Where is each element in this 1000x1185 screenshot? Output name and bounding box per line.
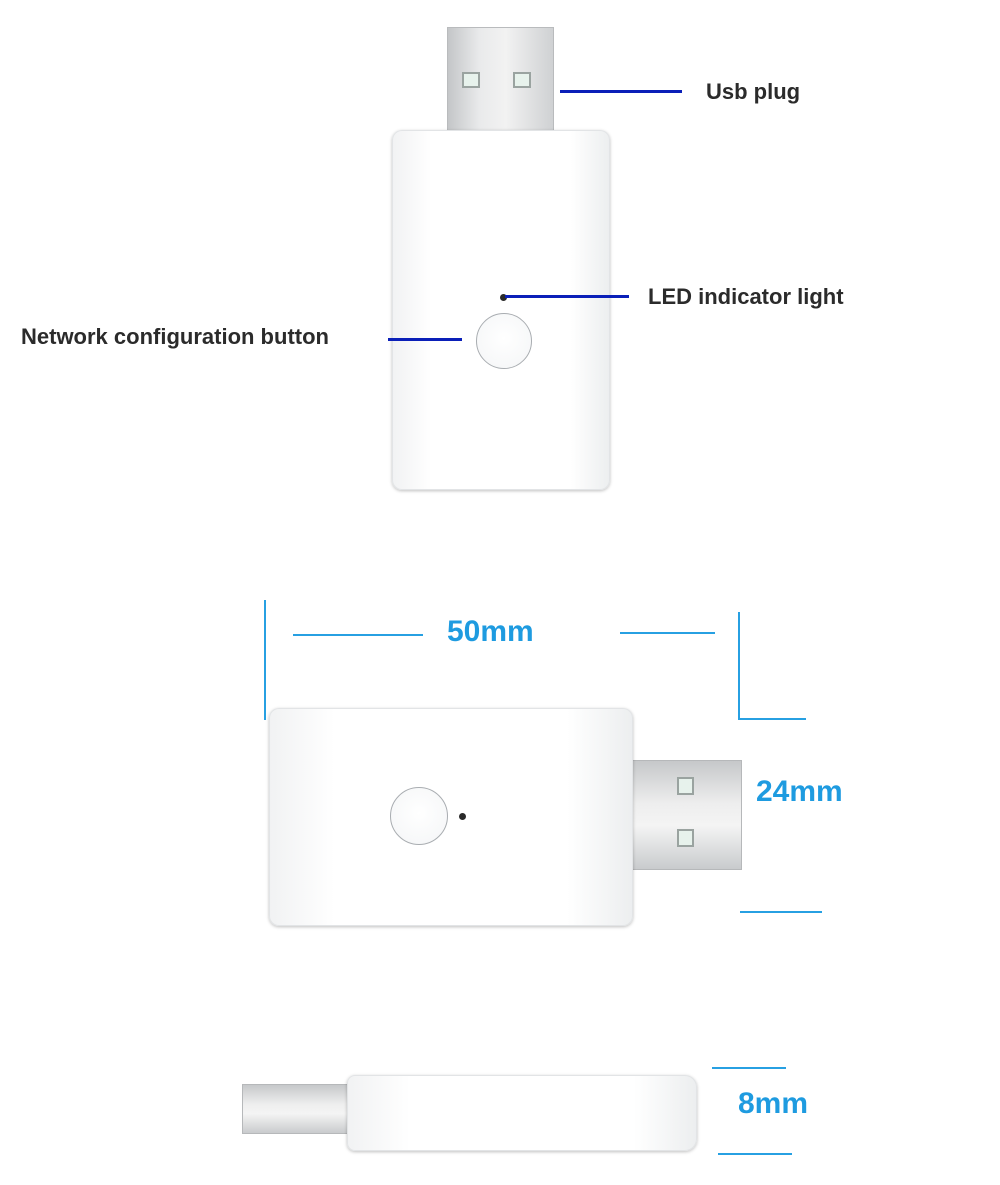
dimension-width: 24mm: [756, 775, 843, 808]
network-config-button: [390, 787, 448, 845]
dimension-tick-left: [264, 600, 266, 720]
usb-contact: [513, 72, 531, 88]
dimension-line-bottom: [740, 911, 822, 913]
dimension-line-bottom: [718, 1153, 792, 1155]
usb-plug: [630, 760, 742, 870]
device-body: [392, 130, 610, 490]
dimension-length: 50mm: [447, 615, 534, 648]
dimension-line-right: [620, 632, 715, 634]
device-body: [347, 1075, 697, 1151]
usb-contact: [677, 829, 694, 847]
dimension-thickness: 8mm: [738, 1087, 809, 1120]
led-indicator: [459, 813, 466, 820]
network-config-button: [476, 313, 532, 369]
callout-line-button: [388, 338, 462, 341]
callout-line-led: [505, 295, 629, 298]
led-indicator: [500, 294, 507, 301]
callout-line-usb: [560, 90, 682, 93]
usb-plug: [447, 27, 554, 141]
dimension-line-top: [712, 1067, 786, 1069]
usb-contact: [462, 72, 480, 88]
usb-plug: [242, 1084, 354, 1134]
label-network-button: Network configuration button: [21, 324, 329, 349]
label-usb-plug: Usb plug: [706, 79, 801, 104]
label-led-indicator: LED indicator light: [648, 284, 844, 309]
device-body: [269, 708, 633, 926]
usb-contact: [677, 777, 694, 795]
dimension-line-left: [293, 634, 423, 636]
dimension-tick-right: [738, 612, 740, 720]
dimension-line-top: [738, 718, 806, 720]
